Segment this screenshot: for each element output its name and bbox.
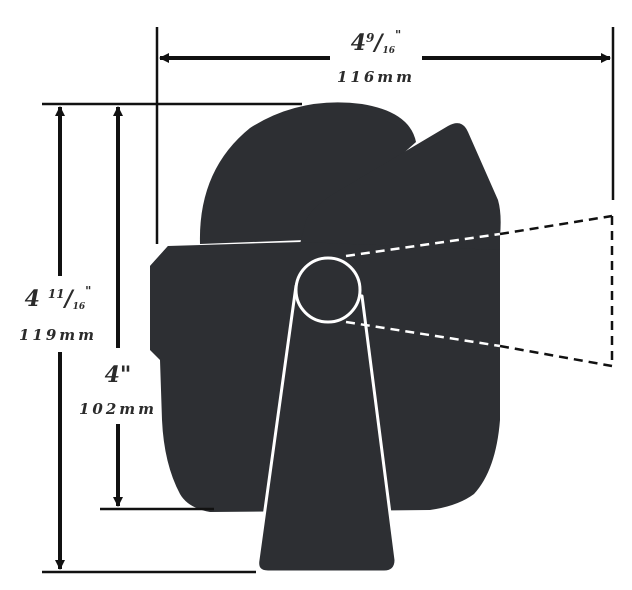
width-inch-label: 49/16"	[351, 28, 402, 56]
width-denominator: 16	[382, 46, 395, 56]
beam-outline-extended	[499, 214, 614, 368]
overall-height-inch-mark: "	[85, 284, 91, 298]
pivot-knob	[294, 256, 362, 324]
mount-arm	[256, 284, 398, 574]
overall-height-numerator: 11	[48, 287, 65, 301]
beam-outline	[345, 232, 501, 348]
overall-height-denominator: 16	[73, 302, 86, 312]
overall-height-mm-label: 119mm	[19, 326, 97, 344]
front-hood	[300, 123, 501, 268]
width-slash: /	[372, 30, 384, 56]
body-height-dimension: 4" 102mm	[79, 106, 214, 511]
width-whole: 4	[351, 30, 366, 56]
width-numerator: 9	[366, 31, 375, 45]
side-lip	[150, 246, 172, 266]
width-mm-label: 116mm	[337, 68, 415, 86]
width-inch-mark: "	[395, 28, 401, 42]
body-height-inch-label: 4"	[105, 362, 132, 388]
rear-dome	[199, 102, 416, 245]
body-height-mm-label: 102mm	[79, 400, 157, 418]
width-dimension: 49/16" 116mm	[155, 27, 615, 244]
overall-height-inch-label: 4 11/16 "	[25, 284, 92, 312]
overall-height-dimension: 4 11/16 " 119mm	[19, 102, 302, 574]
overall-height-whole: 4	[25, 286, 40, 312]
overall-height-slash: /	[63, 286, 75, 312]
fixture	[150, 102, 614, 574]
